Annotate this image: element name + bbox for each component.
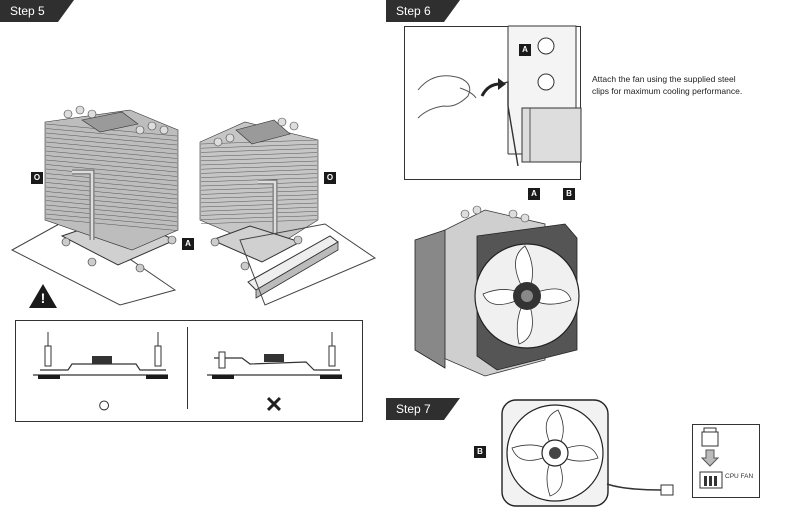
step-6-title: Step 6 (396, 4, 431, 18)
label-o-right: O (324, 172, 336, 184)
step-5-title: Step 5 (10, 4, 45, 18)
step-7-title: Step 7 (396, 402, 431, 416)
step-6-tab: Step 6 (386, 0, 460, 22)
incorrect-mounting-diagram (207, 332, 342, 379)
label-b-step7: B (474, 446, 486, 458)
fan-cable (606, 483, 674, 496)
clip-attachment-detail (417, 25, 582, 167)
cooler-with-fans-illustration (414, 205, 580, 377)
cpu-fan-connector-diagram (699, 427, 723, 489)
label-a-step5: A (182, 238, 194, 250)
step-6-instruction: Attach the fan using the supplied steel … (592, 73, 782, 97)
fan-illustration (501, 399, 609, 507)
step-6-instruction-line-2: clips for maximum cooling performance. (592, 86, 743, 96)
label-a-step6: A (528, 188, 540, 200)
step-7-tab: Step 7 (386, 398, 460, 420)
correct-mark: ○ (97, 392, 111, 417)
warning-icon (29, 284, 57, 308)
label-b-step6: B (563, 188, 575, 200)
correct-mounting-diagram (33, 332, 168, 379)
warning-symbol: ! (40, 290, 46, 306)
heatsink-mounting-illustration (10, 105, 377, 306)
clip-detail-frame (404, 26, 581, 180)
step-5-tab: Step 5 (0, 0, 74, 22)
mounting-comparison-box (15, 320, 363, 422)
label-o-left: O (31, 172, 43, 184)
label-a-detail: A (519, 44, 531, 56)
step-6-instruction-line-1: Attach the fan using the supplied steel (592, 74, 736, 84)
comparison-divider (187, 327, 188, 409)
cpu-fan-connector-frame (692, 424, 760, 498)
incorrect-mark: ✕ (264, 392, 284, 417)
cpu-fan-label: CPU FAN (725, 473, 754, 480)
